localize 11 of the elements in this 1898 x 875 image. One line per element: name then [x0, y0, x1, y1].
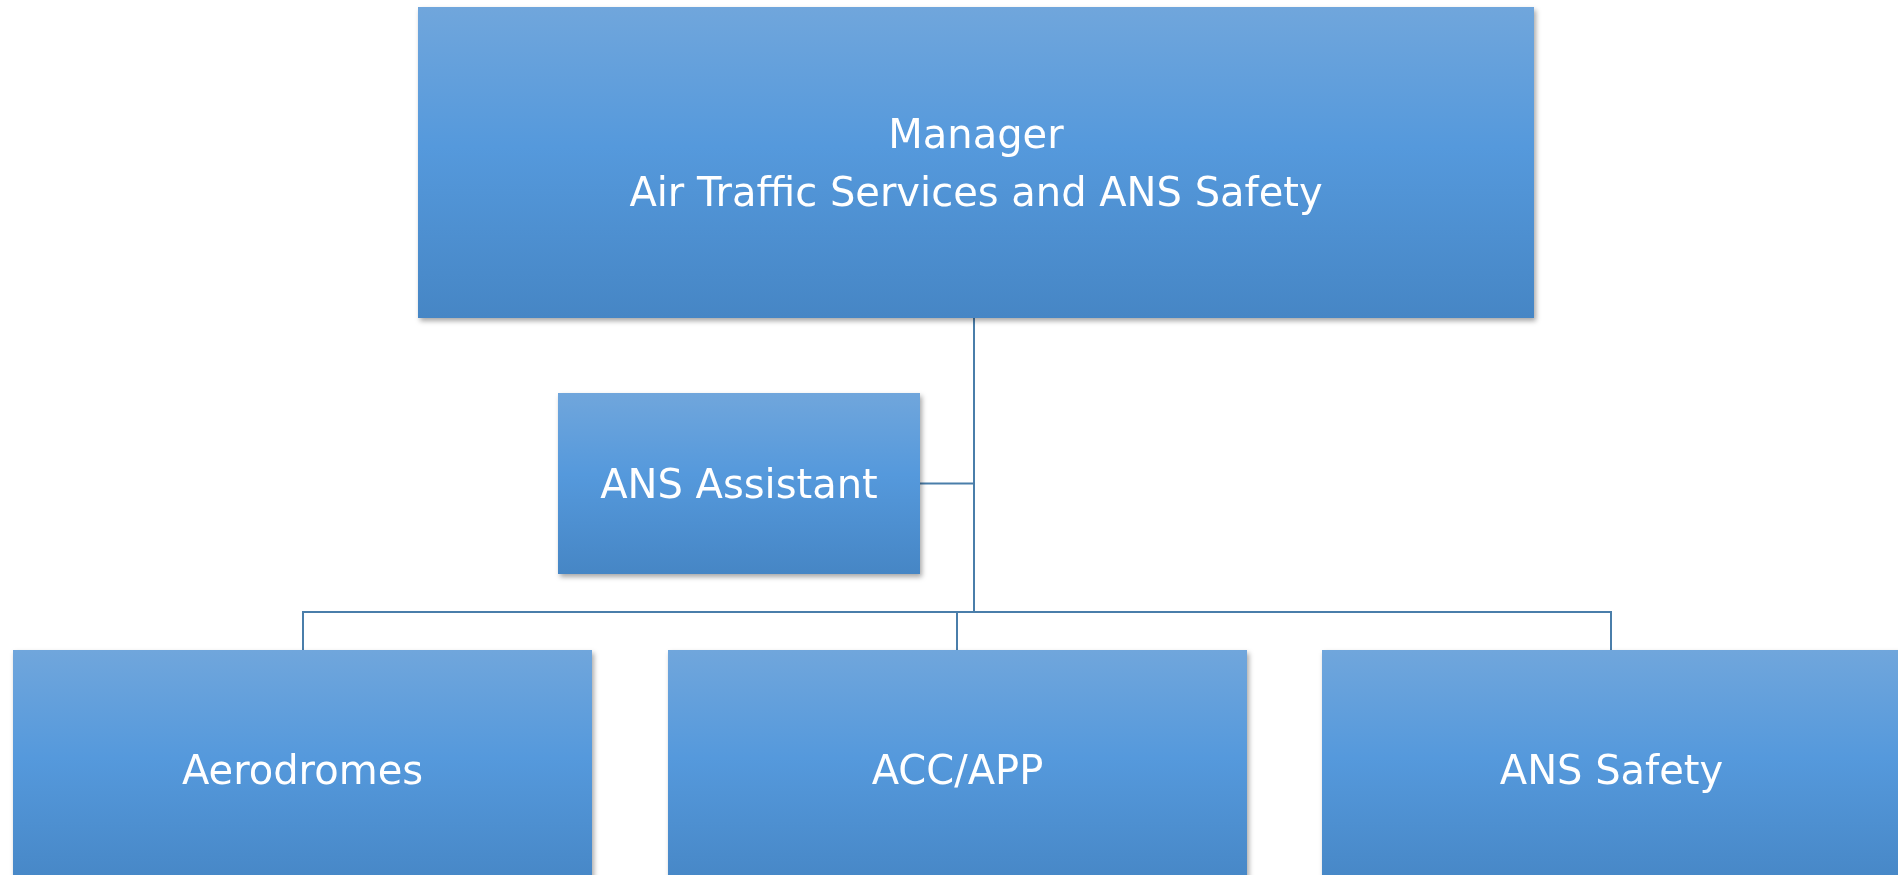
role-label: ACC/APP: [871, 746, 1044, 795]
role-label: ANS Safety: [1499, 746, 1724, 795]
org-box: [13, 650, 592, 875]
org-box: [668, 650, 1247, 875]
role-label: Aerodromes: [181, 746, 424, 795]
org-box: [558, 393, 920, 574]
org-box: [418, 7, 1534, 318]
role-label: Air Traffic Services and ANS Safety: [629, 167, 1323, 217]
role-title: Manager: [888, 109, 1064, 159]
org-box: [1322, 650, 1898, 875]
role-label: ANS Assistant: [600, 459, 878, 509]
